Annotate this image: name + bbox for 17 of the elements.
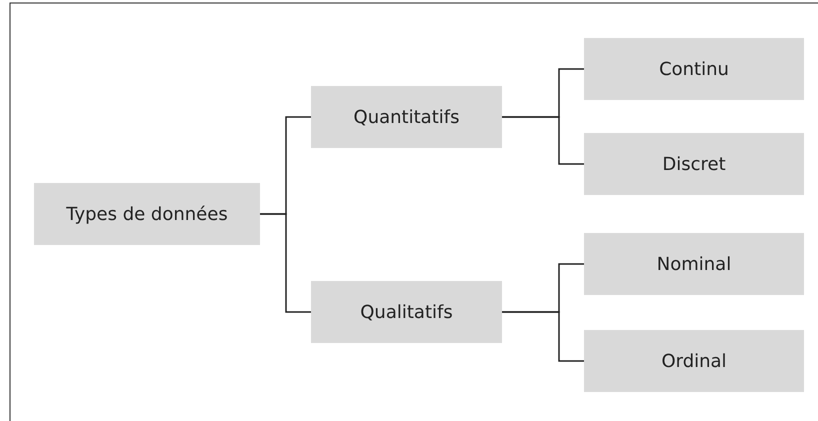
box-label: Types de données (66, 204, 228, 224)
category-box (311, 281, 502, 343)
category-box (584, 38, 804, 100)
box-label: Ordinal (661, 350, 727, 372)
box-label: Qualitatifs (360, 302, 453, 322)
category-box (34, 183, 260, 245)
box-label: Continu (659, 58, 729, 80)
connector-line (502, 311, 584, 362)
box-label: Discret (662, 154, 726, 174)
category-box (584, 233, 804, 295)
box-label: Nominal (656, 254, 732, 274)
category-box (584, 330, 804, 392)
connector-line (502, 116, 584, 165)
category-box (311, 86, 502, 148)
category-box (584, 133, 804, 195)
box-label: Quantitatifs (354, 106, 460, 128)
connector-line (260, 213, 311, 313)
